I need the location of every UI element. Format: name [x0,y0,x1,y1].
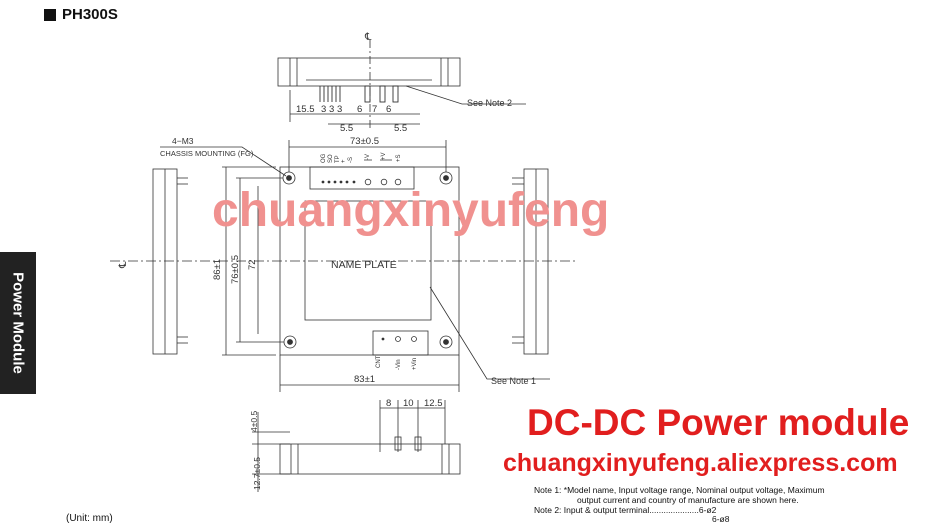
dim-3a: 3 [321,104,326,115]
output-pin [339,180,343,184]
top-side-view: ℄ 15.5 3 3 3 6 7 6 5.5 5.5 See Note 2 [277,32,526,134]
dim-5-5b: 5.5 [394,123,407,134]
pin-label-tp: TP [335,155,341,163]
output-pin [345,180,349,184]
note2-leader [405,85,526,105]
pin-label-minus-vin: -Vin [396,359,402,370]
name-plate-label: NAME PLATE [331,259,397,271]
model-title: PH300S [62,6,118,23]
terminal-pin [392,85,399,103]
watermark-store: chuangxinyufeng.aliexpress.com [503,449,898,477]
output-pin [321,180,325,184]
terminal-pin [319,86,341,102]
input-pin-labels: CNT -Vin +Vin [376,355,418,370]
terminal-pin [364,85,371,103]
input-pin [411,336,417,342]
dim-6b: 6 [386,104,391,115]
dim-3b: 3 [329,104,334,115]
output-pin [333,180,337,184]
centerline-symbol: ℄ [118,261,129,269]
note2-line2: 6-ø8 [712,514,730,524]
pin-label-so: SO [328,154,334,163]
dim-10: 10 [403,398,414,409]
left-side-view [152,168,188,355]
mounting-hole [439,335,453,349]
bottom-view-pins [379,432,419,452]
dim-12-5: 12.5 [424,398,443,409]
output-power-pin [394,178,402,186]
output-pin [327,180,331,184]
side-tab: Power Module [0,252,36,394]
bottom-view-pin [394,436,402,451]
output-terminal-block [309,166,415,190]
dim-7: 7 [372,104,377,115]
pin-label-cnt: CNT [376,355,382,368]
note1-line2: output current and country of manufactur… [577,495,799,505]
watermark-center: chuangxinyufeng [212,184,610,237]
dim-6a: 6 [357,104,362,115]
m3-label: 4−M3 [172,136,194,146]
pin-label-plus: + [341,159,347,163]
mounting-hole [443,175,449,181]
output-pin-labels: OG SO TP + -S -V +V +S [321,152,402,163]
terminal-pins [319,85,399,103]
front-view: OG SO TP + -S -V +V +S NAME PLATE CNT -V… [110,136,575,392]
mounting-hole [286,175,292,181]
m3-leader [160,146,287,177]
dim-86: 86±1 [212,259,223,280]
right-side-view [512,168,549,355]
bottom-view-body [279,443,461,475]
dim-8: 8 [386,398,391,409]
pin-label-plus-vin: +Vin [412,358,418,370]
output-power-pin [380,178,388,186]
pin-label-og: OG [321,153,327,163]
chassis-mounting-label: CHASSIS MOUNTING (FG) [160,149,254,158]
terminal-pin [379,85,386,103]
dim-5-5a: 5.5 [340,123,353,134]
name-plate [304,200,432,321]
dim-73: 73±0.5 [350,136,379,147]
output-power-pin [364,178,372,186]
input-pin [381,337,385,341]
dim-12-7: 12.7±0.5 [252,457,262,490]
note2-line1: Note 2: Input & output terminal.........… [534,505,717,515]
pin-label-plus-v: +V [381,152,387,160]
bullet-square-icon [44,8,56,21]
mounting-hole [287,339,293,345]
input-pin [395,336,401,342]
unit-label: (Unit: mm) [66,513,113,524]
dim-4: 4±0.5 [249,411,259,432]
dim-76: 76±0.5 [230,255,241,284]
output-pin [352,180,356,184]
pin-label-minus-v: -V [365,154,371,160]
note1-line1: Note 1: *Model name, Input voltage range… [534,485,825,495]
bottom-view: 8 10 12.5 4±0.5 12.7±0.5 [249,398,461,492]
input-terminal-block [372,330,429,356]
dim-83: 83±1 [354,374,375,385]
bottom-view-pin [414,436,422,451]
dim-3c: 3 [337,104,342,115]
top-view-body [277,57,461,87]
pin-label-minus-s: -S [348,157,354,163]
see-note1-label: See Note 1 [491,376,536,386]
note1-leader [429,286,550,380]
mounting-hole [443,339,449,345]
dim-72: 72 [247,259,258,270]
title-block: PH300S [44,6,118,23]
dim-15-5: 15.5 [296,104,315,115]
pin-label-plus-s: +S [396,154,402,162]
watermark-product: DC-DC Power module [527,402,910,443]
output-pin-dots [321,180,356,184]
see-note2-label: See Note 2 [467,98,512,108]
centerline-symbol: ℄ [364,32,372,43]
